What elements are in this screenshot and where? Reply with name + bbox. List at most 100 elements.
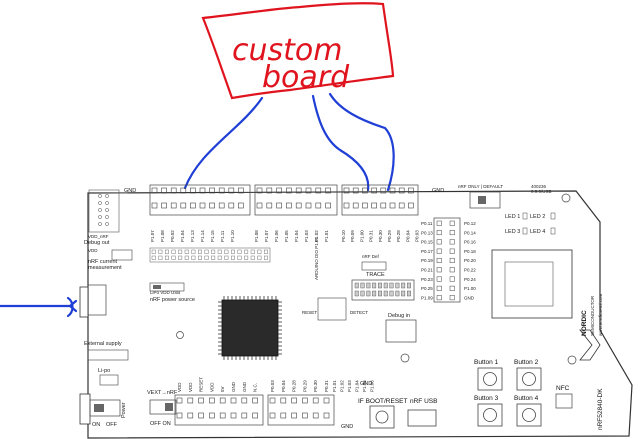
pin-label: VDD xyxy=(188,382,193,392)
right-pin xyxy=(449,239,455,245)
header-pin xyxy=(286,202,292,209)
header-pin xyxy=(398,202,405,209)
power-source-knob xyxy=(153,285,161,289)
trace-pin xyxy=(383,290,388,297)
current-measurement-jumper[interactable] xyxy=(111,249,133,261)
pin-label: P0.02 xyxy=(170,230,175,242)
debug-in-label: Debug in xyxy=(388,313,410,319)
right-pin xyxy=(436,295,442,301)
header-pin xyxy=(228,187,235,194)
header-pin xyxy=(280,397,287,404)
reset-detect-jumpers xyxy=(317,297,347,321)
main-chip xyxy=(218,296,282,360)
button-3[interactable] xyxy=(477,403,503,427)
vext-knob xyxy=(165,403,173,411)
vext-switch[interactable] xyxy=(149,399,177,415)
right-pin xyxy=(449,267,455,273)
mount-hole-tr xyxy=(561,193,571,203)
gnd-bottom-right: GND xyxy=(341,424,353,430)
right-pin-label-a: P0.19 xyxy=(421,258,433,263)
pad xyxy=(158,255,163,260)
right-pin xyxy=(436,220,442,226)
header-pin xyxy=(276,187,282,194)
pin-label: VDD xyxy=(177,382,182,392)
header-pin xyxy=(219,412,226,419)
trace-switch[interactable] xyxy=(361,261,387,271)
header-pin xyxy=(238,202,244,209)
debug-out-header: Debug out xyxy=(84,189,120,246)
if-boot-reset-label: IF BOOT/RESET xyxy=(358,398,408,405)
trace-pin xyxy=(354,282,359,289)
switch-nrf-only[interactable] xyxy=(469,191,501,209)
debug-pin xyxy=(98,222,102,226)
debug-pin xyxy=(105,208,109,212)
power-source-label: nRF power source xyxy=(150,297,195,303)
pin-label: P0.03 xyxy=(270,380,275,392)
pad xyxy=(230,249,235,254)
right-pin-label-a: P1.09 xyxy=(421,295,433,300)
pin-label: P1.07 xyxy=(264,230,269,242)
header-pin xyxy=(312,397,319,404)
vext-off-on: OFF ON xyxy=(150,421,171,427)
header-pin xyxy=(252,397,258,404)
button-2[interactable] xyxy=(516,367,542,391)
pin-label: P1.08 xyxy=(254,230,259,242)
led-1-icon xyxy=(522,212,528,220)
pad xyxy=(217,255,222,260)
header-pin xyxy=(371,202,377,209)
pin-label: GND xyxy=(242,381,247,392)
pad xyxy=(151,249,156,254)
pad xyxy=(250,255,255,260)
right-pin-label-a: P0.17 xyxy=(421,249,433,254)
pad xyxy=(217,249,222,254)
button-1[interactable] xyxy=(477,367,503,391)
pin-label: P1.15 xyxy=(210,230,215,242)
power-source-switch[interactable] xyxy=(149,282,185,292)
pad xyxy=(197,255,202,260)
debug-usb-connector[interactable] xyxy=(87,284,107,316)
header-pin xyxy=(238,187,244,194)
trace-pin xyxy=(389,282,394,289)
button-2-label: Button 2 xyxy=(514,359,539,366)
nrf-usb-connector[interactable] xyxy=(407,409,437,427)
nordic-brand: NORDIC xyxy=(581,310,588,336)
button-4[interactable] xyxy=(516,403,542,427)
trace-pin xyxy=(360,282,365,289)
note-line-1: custom xyxy=(232,33,342,68)
right-pin xyxy=(449,257,455,263)
right-pin xyxy=(449,276,455,282)
header-pin xyxy=(209,412,215,419)
header-pin xyxy=(230,412,237,419)
header-pin xyxy=(312,412,319,419)
pin-label: 5V xyxy=(220,386,225,392)
gnd-mid-label: GND xyxy=(360,381,372,387)
if-boot-reset-button[interactable] xyxy=(369,405,395,429)
pin-label: VDD xyxy=(209,382,214,392)
pad xyxy=(204,255,209,260)
board-id: 400236 xyxy=(531,184,547,189)
right-pin-label-b: P1.00 xyxy=(464,286,476,291)
pin-label: P1.08 xyxy=(160,230,165,242)
right-pin-label-a: P0.11 xyxy=(421,221,433,226)
buttons-block: Button 1 Button 2 Button 3 Button 4 xyxy=(474,359,542,427)
right-pin xyxy=(449,230,455,236)
header-pin xyxy=(218,202,225,209)
header-pin xyxy=(180,202,187,209)
right-pin xyxy=(449,220,455,226)
pad xyxy=(224,249,229,254)
trace-connector xyxy=(351,279,415,301)
right-pin-columns: P0.11P0.13P0.15P0.17P0.19P0.21P0.23P0.25… xyxy=(421,217,476,303)
header-pin xyxy=(199,187,206,194)
pad xyxy=(244,249,249,254)
right-pin-label-b: P0.22 xyxy=(464,268,476,273)
pin-label: P0.10 xyxy=(341,230,346,242)
pin-label: P0.28 xyxy=(396,230,401,242)
header-pin xyxy=(325,202,331,209)
header-pin xyxy=(408,202,414,209)
pin-label: P1.04 xyxy=(294,230,299,242)
header-pin xyxy=(323,412,330,419)
right-pin-label-a: P0.23 xyxy=(421,277,433,282)
header-pin xyxy=(190,187,196,194)
power-switch[interactable] xyxy=(89,399,121,417)
